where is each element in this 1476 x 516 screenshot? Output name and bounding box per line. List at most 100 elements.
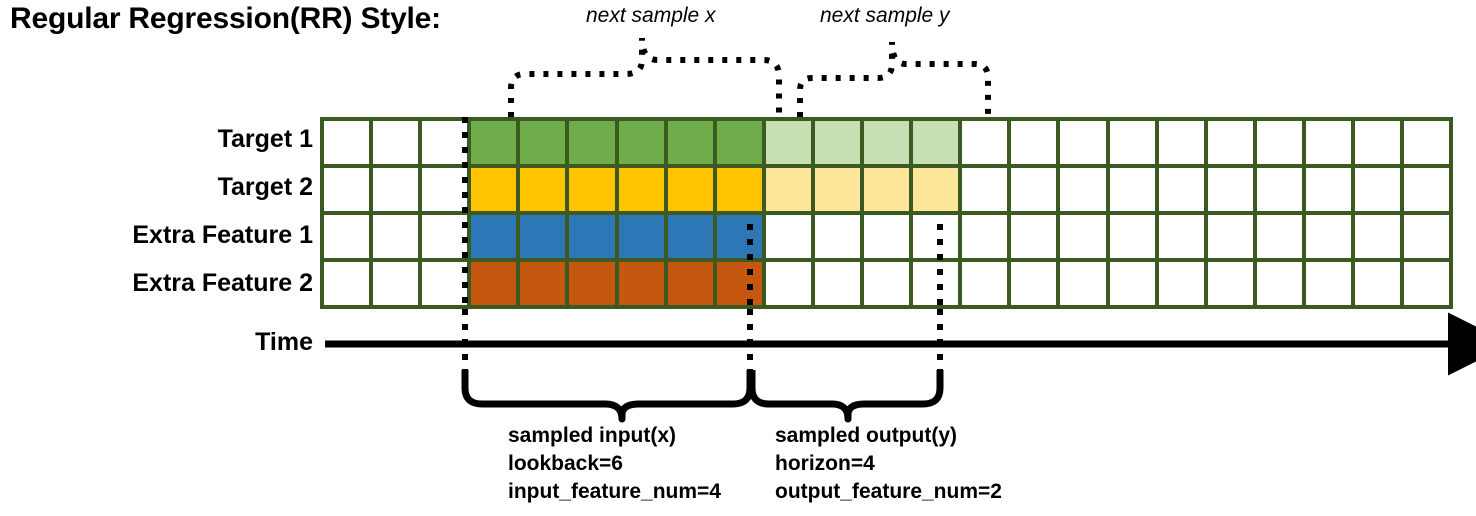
grid-cell-target-1-col-2 <box>422 121 468 164</box>
brace-bottom-sampled-input <box>461 370 754 423</box>
grid-cell-extra-feature-1-col-18 <box>1207 215 1253 258</box>
grid-cell-extra-feature-2-col-8 <box>716 262 762 305</box>
grid-cell-target-1-col-17 <box>1158 121 1204 164</box>
grid-cell-extra-feature-1-col-21 <box>1354 215 1401 258</box>
grid-cell-target-2-col-14 <box>1011 168 1057 211</box>
brace-top-next-sample-x <box>508 37 782 117</box>
grid-cell-target-1-col-19 <box>1256 121 1302 164</box>
grid-cell-extra-feature-2-col-10 <box>814 262 861 305</box>
grid-cell-extra-feature-2-col-21 <box>1354 262 1401 305</box>
grid-cell-extra-feature-1-col-15 <box>1060 215 1106 258</box>
grid-cell-extra-feature-1-col-22 <box>1404 215 1450 258</box>
grid-cell-extra-feature-1-col-0 <box>324 215 370 258</box>
grid-row-extra-feature-1 <box>324 215 1450 258</box>
grid-cell-extra-feature-2-col-2 <box>422 262 468 305</box>
grid-cell-target-1-col-20 <box>1305 121 1351 164</box>
page-title: Regular Regression(RR) Style: <box>10 2 441 35</box>
grid-cell-extra-feature-1-col-4 <box>520 215 566 258</box>
grid-cell-target-2-col-10 <box>814 168 861 211</box>
grid-cell-target-1-col-5 <box>569 121 615 164</box>
grid-cell-extra-feature-1-col-8 <box>716 215 762 258</box>
grid-cell-target-2-col-0 <box>324 168 370 211</box>
grid-cell-target-1-col-21 <box>1354 121 1401 164</box>
grid-cell-target-1-col-14 <box>1011 121 1057 164</box>
grid-cell-target-1-col-18 <box>1207 121 1253 164</box>
grid-cell-extra-feature-2-col-20 <box>1305 262 1351 305</box>
annotation-sampled-output-line-3: output_feature_num=2 <box>775 479 1002 503</box>
grid-cell-extra-feature-1-col-12 <box>913 215 959 258</box>
annotation-sampled-input-line-3: input_feature_num=4 <box>508 479 721 503</box>
grid-cell-extra-feature-2-col-11 <box>864 262 910 305</box>
grid-cell-target-2-col-12 <box>913 168 959 211</box>
grid-cell-extra-feature-2-col-18 <box>1207 262 1253 305</box>
grid-cell-target-2-col-15 <box>1060 168 1106 211</box>
grid-cell-target-2-col-6 <box>618 168 664 211</box>
time-axis-label: Time <box>255 328 313 356</box>
grid-cell-extra-feature-2-col-15 <box>1060 262 1106 305</box>
grid-cell-extra-feature-1-col-5 <box>569 215 615 258</box>
grid-cell-target-1-col-16 <box>1109 121 1155 164</box>
grid-cell-target-1-col-11 <box>864 121 910 164</box>
grid-cell-extra-feature-1-col-6 <box>618 215 664 258</box>
grid-cell-extra-feature-2-col-22 <box>1404 262 1450 305</box>
grid-cell-extra-feature-1-col-17 <box>1158 215 1204 258</box>
row-label-extra-feature-2: Extra Feature 2 <box>132 269 313 297</box>
grid-cell-extra-feature-2-col-7 <box>667 262 713 305</box>
grid-cell-extra-feature-2-col-1 <box>373 262 419 305</box>
grid-cell-target-2-col-19 <box>1256 168 1302 211</box>
grid-cell-extra-feature-1-col-9 <box>765 215 811 258</box>
grid-cell-extra-feature-2-col-14 <box>1011 262 1057 305</box>
grid-cell-target-1-col-7 <box>667 121 713 164</box>
annotation-sampled-output-line-1: sampled output(y) <box>775 424 957 447</box>
grid-cell-target-2-col-22 <box>1404 168 1450 211</box>
grid-cell-extra-feature-2-col-4 <box>520 262 566 305</box>
grid-cell-target-1-col-3 <box>471 121 517 164</box>
grid-cell-target-1-col-13 <box>962 121 1008 164</box>
row-label-column: Target 1 Target 2 Extra Feature 1 Extra … <box>5 117 313 309</box>
grid-row-target-1 <box>324 121 1450 164</box>
grid-cell-target-1-col-1 <box>373 121 419 164</box>
grid-cell-extra-feature-2-col-13 <box>962 262 1008 305</box>
grid-cell-extra-feature-1-col-11 <box>864 215 910 258</box>
grid-cell-target-2-col-13 <box>962 168 1008 211</box>
brace-bottom-sampled-output <box>748 370 944 423</box>
grid-cell-extra-feature-1-col-2 <box>422 215 468 258</box>
grid-cell-target-2-col-17 <box>1158 168 1204 211</box>
grid-cell-extra-feature-1-col-10 <box>814 215 861 258</box>
grid-cell-target-2-col-20 <box>1305 168 1351 211</box>
grid-row-target-2 <box>324 168 1450 211</box>
grid-cell-target-2-col-4 <box>520 168 566 211</box>
grid-cell-target-2-col-16 <box>1109 168 1155 211</box>
grid-cell-extra-feature-2-col-19 <box>1256 262 1302 305</box>
grid-row-extra-feature-2 <box>324 262 1450 305</box>
grid-cell-extra-feature-1-col-7 <box>667 215 713 258</box>
label-next-sample-x: next sample x <box>586 4 716 27</box>
grid-cell-target-1-col-6 <box>618 121 664 164</box>
grid-cell-target-2-col-21 <box>1354 168 1401 211</box>
grid-cell-target-2-col-5 <box>569 168 615 211</box>
grid-cell-target-1-col-15 <box>1060 121 1106 164</box>
annotation-sampled-input: sampled input(x) lookback=6 input_featur… <box>508 422 721 506</box>
grid-cell-target-2-col-11 <box>864 168 910 211</box>
annotation-sampled-input-line-1: sampled input(x) <box>508 424 677 447</box>
row-label-target-2: Target 2 <box>217 173 313 201</box>
grid-cell-target-1-col-10 <box>814 121 861 164</box>
grid-cell-extra-feature-1-col-20 <box>1305 215 1351 258</box>
annotation-sampled-output: sampled output(y) horizon=4 output_featu… <box>775 422 1002 506</box>
label-next-sample-y: next sample y <box>820 4 950 27</box>
annotation-sampled-input-line-2: lookback=6 <box>508 451 623 475</box>
grid-cell-extra-feature-2-col-17 <box>1158 262 1204 305</box>
grid-cell-extra-feature-1-col-16 <box>1109 215 1155 258</box>
grid-cell-extra-feature-1-col-1 <box>373 215 419 258</box>
grid-cell-target-2-col-3 <box>471 168 517 211</box>
grid-cell-target-2-col-18 <box>1207 168 1253 211</box>
row-label-target-1: Target 1 <box>217 125 313 153</box>
row-label-extra-feature-1: Extra Feature 1 <box>132 221 313 249</box>
brace-top-next-sample-y <box>797 41 991 117</box>
grid-cell-extra-feature-2-col-16 <box>1109 262 1155 305</box>
grid-cell-target-1-col-9 <box>765 121 811 164</box>
grid-cell-extra-feature-1-col-19 <box>1256 215 1302 258</box>
grid-cell-target-2-col-2 <box>422 168 468 211</box>
grid-cell-target-2-col-7 <box>667 168 713 211</box>
